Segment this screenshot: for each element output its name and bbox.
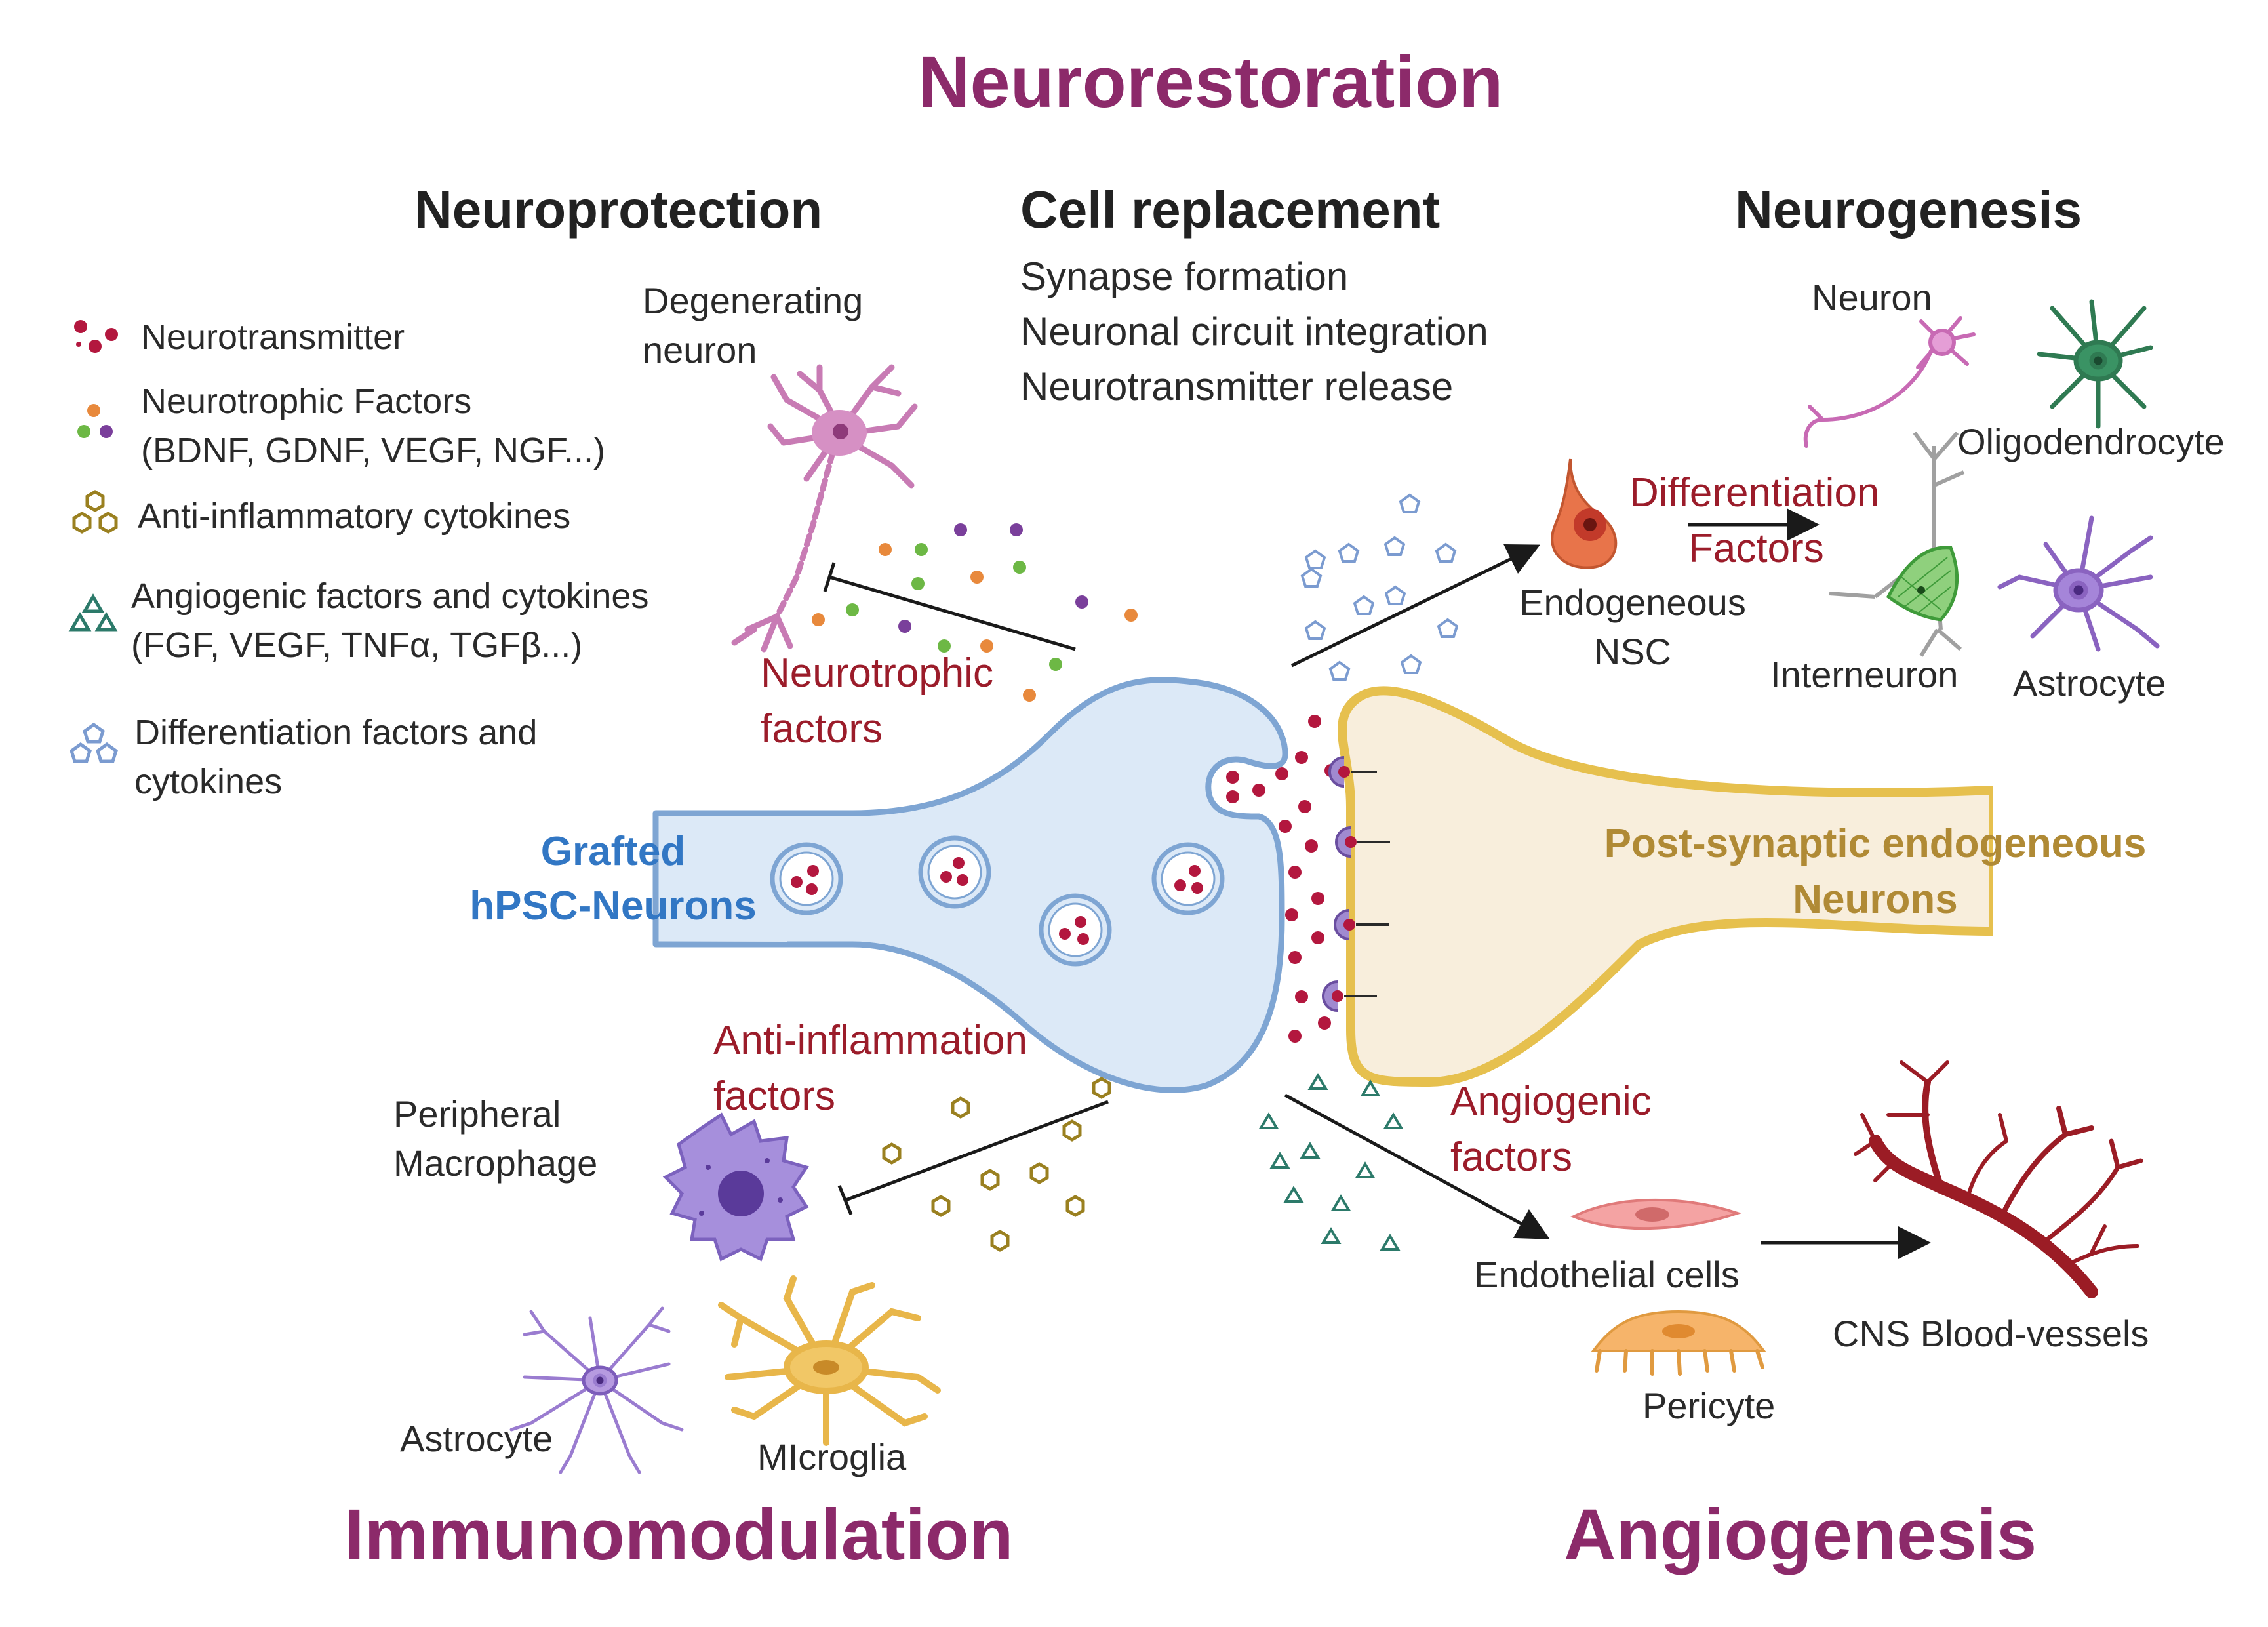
- receptor: [1334, 909, 1389, 940]
- degenerating-neuron-icon: [731, 364, 918, 653]
- neurotrophic-factors-dots: [812, 523, 1138, 702]
- label-angiogenic-factors: Angiogenic: [1450, 1079, 1652, 1124]
- label-endogeneous: Endogeneous: [1519, 582, 1746, 623]
- label-peripheral: Peripheral: [393, 1093, 561, 1135]
- label-pericyte: Pericyte: [1642, 1385, 1776, 1426]
- legend-neurotrophic-icon: [77, 404, 113, 438]
- title-immunomodulation: Immunomodulation: [344, 1495, 1014, 1575]
- microglia-icon: [718, 1275, 941, 1446]
- arrow-to-nsc: [1290, 544, 1540, 668]
- neural-stem-cell-icon: [1551, 458, 1618, 569]
- label-interneuron: Interneuron: [1770, 654, 1959, 695]
- label-endothelial-cells: Endothelial cells: [1474, 1254, 1740, 1295]
- label-astrocyte-left: Astrocyte: [400, 1418, 553, 1459]
- inhibit-inflammation-line: [845, 1100, 1109, 1202]
- receptor: [1335, 826, 1390, 858]
- heading-neurogenesis: Neurogenesis: [1735, 180, 2082, 239]
- heading-cell-replacement: Cell replacement: [1020, 180, 1441, 239]
- label-nsc: NSC: [1593, 631, 1672, 672]
- postsynaptic-neuron: [1338, 686, 1998, 1087]
- cell-replacement-item: Neuronal circuit integration: [1020, 310, 1488, 353]
- cell-replacement-item: Synapse formation: [1020, 254, 1349, 298]
- cell-replacement-item: Neurotransmitter release: [1020, 365, 1454, 409]
- receptor: [1328, 756, 1377, 788]
- anti-inflammatory-hexagons: [882, 1077, 1111, 1252]
- label-astrocyte-right: Astrocyte: [2013, 662, 2166, 704]
- label-differentiation-factors: Factors: [1688, 526, 1824, 571]
- inhibit-bar: [823, 562, 836, 592]
- label-neuron: Neuron: [1812, 277, 1932, 318]
- synaptic-vesicle: [1151, 842, 1225, 915]
- differentiation-factor-pentagons: [1300, 493, 1459, 681]
- blood-vessel-icon: [1854, 1060, 2143, 1298]
- synaptic-vesicle: [770, 842, 843, 915]
- legend-differentiation-2: cytokines: [134, 762, 283, 801]
- label-hpsc-neurons: hPSC-Neurons: [469, 883, 757, 929]
- legend-angiogenic: Angiogenic factors and cytokines: [131, 576, 649, 616]
- label-neurotrophic-factors-2: factors: [761, 706, 883, 752]
- receptor: [1322, 980, 1377, 1012]
- label-angiogenic-factors-2: factors: [1450, 1135, 1573, 1180]
- label-neurotrophic-factors: Neurotrophic: [761, 651, 993, 696]
- endothelial-cell-icon: [1570, 1198, 1742, 1230]
- legend-differentiation: Differentiation factors and: [134, 713, 538, 752]
- title-angiogenesis: Angiogenesis: [1564, 1495, 2037, 1575]
- label-microglia: MIcroglia: [757, 1436, 907, 1477]
- legend-hexagon-icon: [72, 490, 118, 534]
- legend-triangle-icon: [68, 593, 118, 632]
- neuron-icon: [1803, 316, 1976, 448]
- label-grafted: Grafted: [540, 829, 686, 874]
- label-oligodendrocyte: Oligodendrocyte: [1957, 421, 2225, 462]
- label-anti-inflammation-2: factors: [713, 1074, 836, 1119]
- heading-neuroprotection: Neuroprotection: [414, 180, 823, 239]
- astrocyte-icon: [509, 1306, 684, 1474]
- label-differentiation: Differentiation: [1629, 470, 1880, 515]
- astrocyte-icon: [1997, 515, 2160, 652]
- legend-angiogenic-list: (FGF, VEGF, TNFα, TGFβ...): [131, 626, 583, 665]
- label-postsynaptic-neurons: Neurons: [1793, 877, 1958, 922]
- arrow-to-endothelial: [1284, 1093, 1550, 1239]
- interneuron-icon: [1829, 432, 1965, 657]
- legend-pentagon-icon: [70, 722, 118, 763]
- inhibit-bar: [837, 1185, 853, 1215]
- label-degenerating-neuron: Degenerating: [643, 280, 864, 321]
- legend-neurotrophic: Neurotrophic Factors: [141, 382, 472, 421]
- legend-neurotransmitter-icon: [74, 320, 118, 353]
- label-anti-inflammation: Anti-inflammation: [713, 1018, 1027, 1063]
- label-macrophage: Macrophage: [393, 1142, 598, 1184]
- legend-neurotransmitter: Neurotransmitter: [141, 317, 405, 357]
- synaptic-vesicle: [1039, 893, 1112, 967]
- pericyte-icon: [1590, 1310, 1767, 1376]
- angiogenic-triangles: [1258, 1073, 1404, 1251]
- label-postsynaptic: Post-synaptic endogeneous: [1604, 821, 2147, 866]
- legend-neurotrophic-list: (BDNF, GDNF, VEGF, NGF...): [141, 431, 606, 470]
- inhibit-degeneration-line: [829, 575, 1076, 651]
- label-degenerating-neuron-2: neuron: [643, 329, 757, 371]
- oligodendrocyte-icon: [2037, 299, 2153, 429]
- label-cns-blood-vessels: CNS Blood-vessels: [1833, 1313, 2149, 1354]
- macrophage-icon: [662, 1112, 809, 1262]
- legend-anti-inflammatory: Anti-inflammatory cytokines: [138, 496, 571, 536]
- title-neurorestoration: Neurorestoration: [918, 42, 1503, 123]
- synaptic-vesicle: [918, 835, 991, 909]
